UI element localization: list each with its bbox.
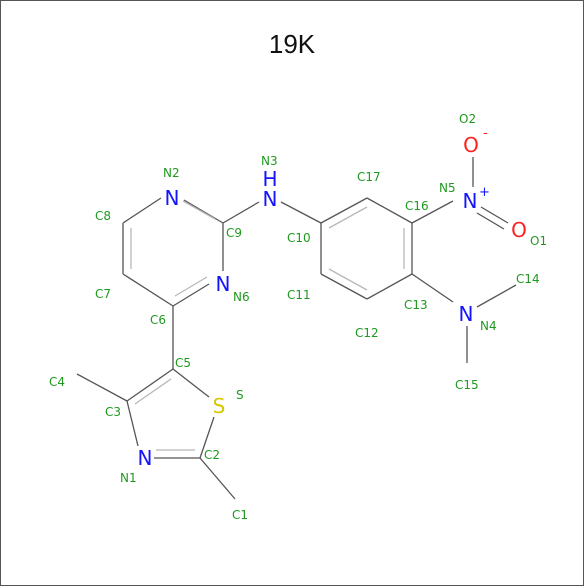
label-c9: C9 (226, 226, 242, 240)
label-c16: C16 (405, 199, 429, 213)
bond-c9-n2-inner (182, 200, 216, 220)
bond-n4-c14 (476, 284, 517, 308)
bond-c5-c3 (126, 368, 174, 402)
atom-n5: N (463, 189, 478, 213)
bond-group (122, 197, 224, 307)
label-c17: C17 (357, 170, 381, 184)
label-s: S (236, 388, 244, 402)
atom-labels: N2 N3 C17 O2 N5 C8 C9 C10 C16 O1 C7 N6 C… (49, 112, 547, 522)
label-n2: N2 (163, 166, 180, 180)
atom-h-n3: H (262, 167, 277, 191)
label-c14: C14 (516, 272, 540, 286)
bond-c5-c3-inner (134, 378, 172, 405)
charge-o2: - (483, 126, 488, 141)
bond-c16-n5 (411, 200, 454, 224)
bond-c5-s (172, 368, 210, 398)
label-c15: C15 (455, 378, 479, 392)
bond-n2-c8 (122, 197, 162, 224)
bond-c7-c6 (122, 273, 174, 307)
label-c3: C3 (105, 405, 121, 419)
atom-n3: N (263, 187, 278, 211)
atom-n2: N (165, 186, 180, 210)
label-c4: C4 (49, 375, 65, 389)
label-c6: C6 (150, 313, 166, 327)
label-c1: C1 (232, 508, 248, 522)
bond-c3-c4 (76, 373, 128, 402)
atom-n1: N (138, 446, 153, 470)
thiazole-bonds (76, 306, 236, 500)
label-n1: N1 (120, 471, 137, 485)
compound-title: 19K (268, 29, 316, 59)
bond-c6-n6 (172, 283, 210, 307)
label-c12: C12 (355, 326, 379, 340)
bond-n5-o1-double (476, 212, 505, 230)
bond-c2-s (199, 416, 215, 459)
bond-c6-n6-inner (174, 276, 208, 297)
bond-n3-c10 (280, 201, 322, 224)
atom-n4: N (459, 302, 474, 326)
label-n4: N4 (480, 319, 497, 333)
label-c5: C5 (175, 356, 191, 370)
benzene-bonds (320, 197, 413, 300)
bond-c12-c11 (320, 273, 368, 300)
bond-c17-c16 (366, 197, 413, 224)
bond-n5-o1 (480, 206, 509, 224)
label-n5: N5 (439, 181, 456, 195)
label-c7: C7 (95, 287, 111, 301)
charge-n5: + (479, 185, 490, 200)
label-c2: C2 (204, 448, 220, 462)
bond-c9-n3 (222, 201, 260, 224)
atom-s: S (213, 394, 226, 418)
label-o2: O2 (459, 112, 476, 126)
label-n3: N3 (261, 154, 278, 168)
atom-o2: O (463, 133, 479, 157)
bond-c13-n4 (411, 273, 454, 303)
atom-o1: O (511, 218, 527, 242)
bond-c10-c17-inner (328, 206, 368, 229)
label-c13: C13 (404, 298, 428, 312)
bond-c3-n1 (126, 400, 139, 447)
label-c8: C8 (95, 209, 111, 223)
atom-n6: N (216, 272, 231, 296)
label-c10: C10 (287, 231, 311, 245)
bond-c12-c11-inner (328, 268, 368, 291)
label-c11: C11 (287, 288, 311, 302)
bond-c9-n2 (183, 199, 224, 224)
bond-c13-c12 (366, 273, 413, 300)
label-o1: O1 (530, 234, 547, 248)
bond-c2-c1 (199, 457, 236, 500)
bond-c10-c17 (320, 197, 368, 224)
label-n6: N6 (233, 290, 250, 304)
